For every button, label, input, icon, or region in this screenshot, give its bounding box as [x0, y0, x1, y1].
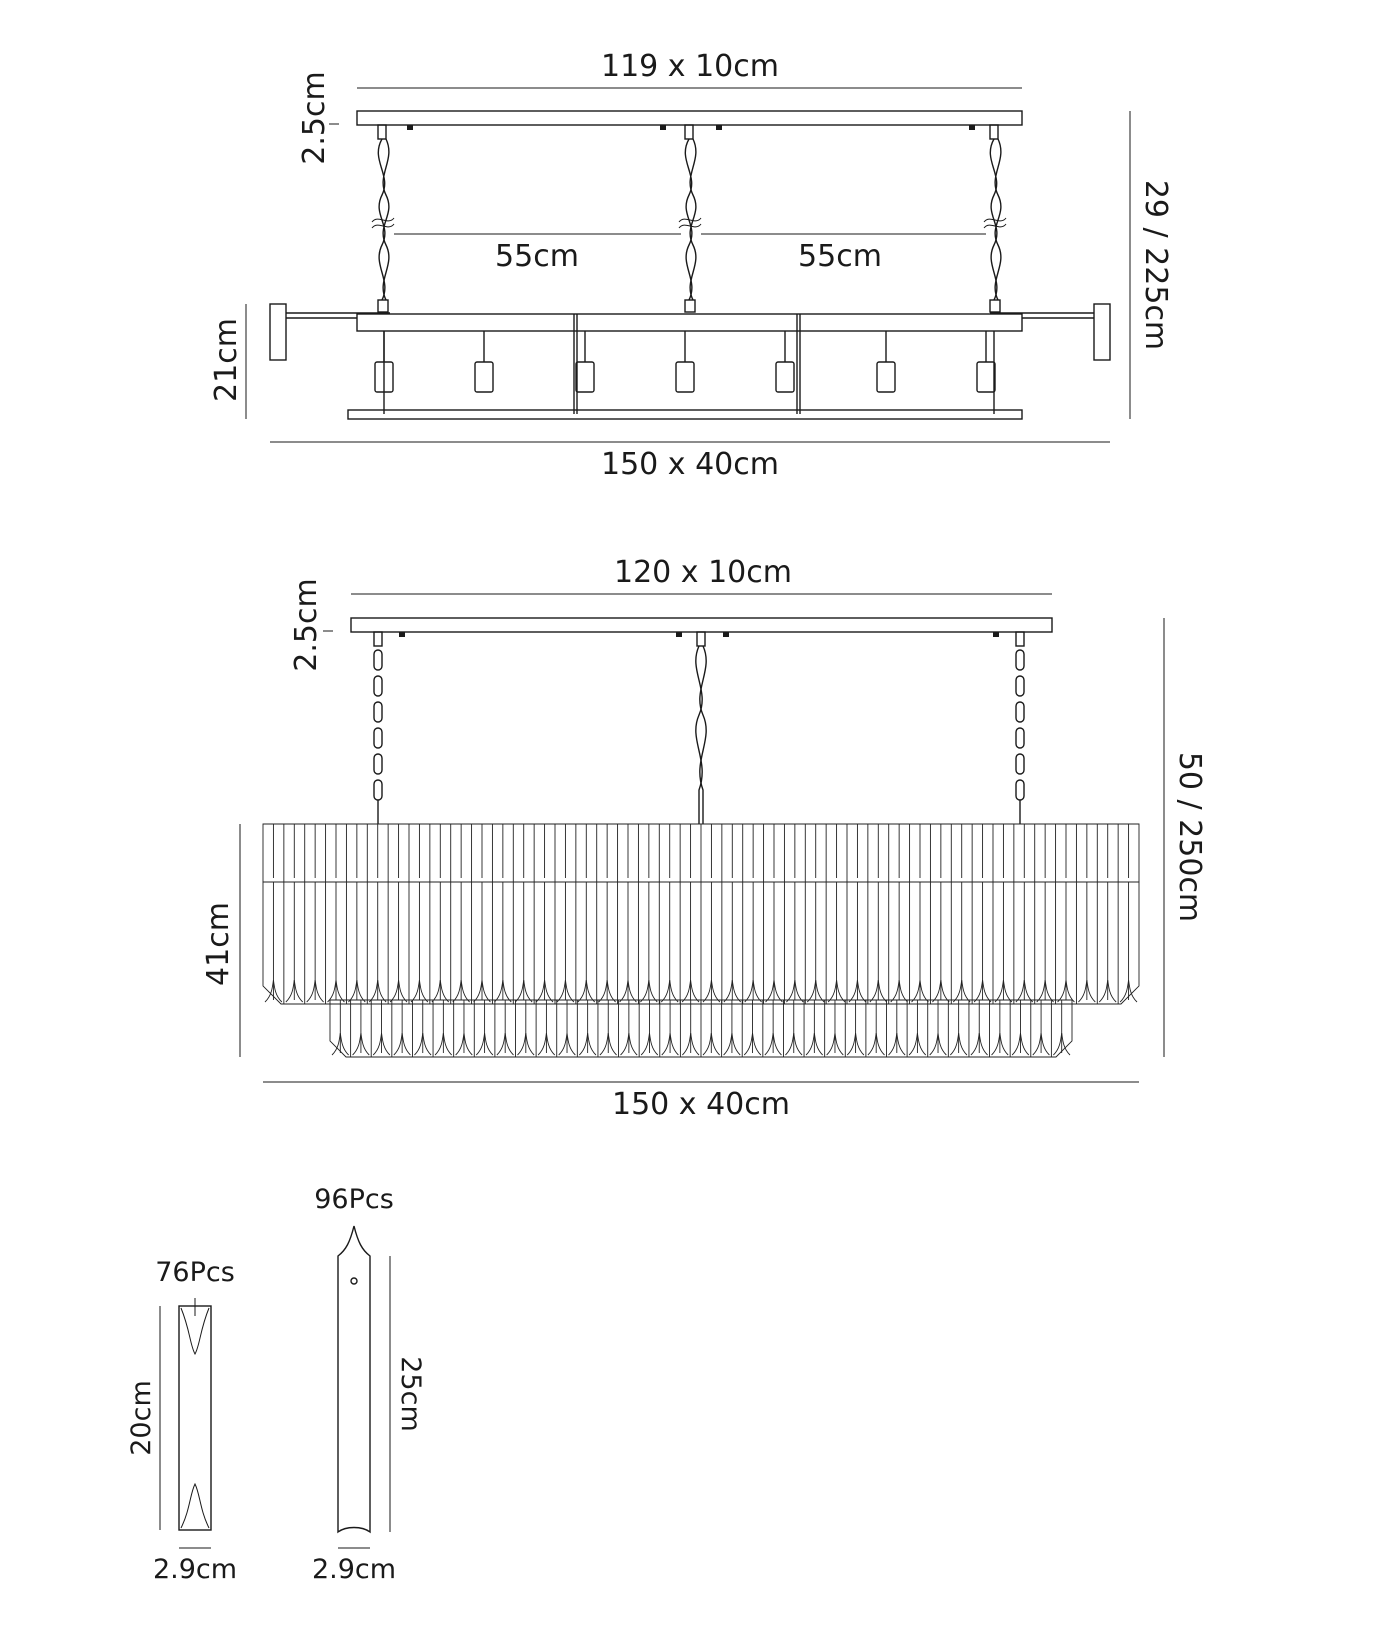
crystal-long-count-label: 96Pcs: [314, 1184, 394, 1215]
top-canopy-label: 119 x 10cm: [601, 49, 779, 84]
front-chain-left: [373, 631, 383, 824]
top-view: 119 x 10cm 2.5cm: [209, 49, 1173, 482]
front-chain-right: [1015, 631, 1025, 824]
top-spacing-left-label: 55cm: [495, 239, 579, 274]
top-suspension-left: [371, 124, 395, 313]
front-cable-middle: [695, 631, 707, 824]
crystal-tier-middle: [262, 881, 1140, 1005]
top-canopy-thickness-label: 2.5cm: [297, 71, 332, 164]
crystal-tier-upper: [262, 823, 1140, 883]
top-frame-upper: [356, 313, 1023, 332]
front-base-label: 150 x 40cm: [612, 1087, 790, 1122]
front-canopy-thickness-label: 2.5cm: [289, 578, 324, 671]
crystal-tier-lower: [329, 999, 1073, 1058]
front-body-height-label: 41cm: [201, 902, 236, 986]
crystal-long-length-label: 25cm: [395, 1356, 426, 1432]
top-suspension-middle: [678, 124, 702, 313]
crystal-short-count-label: 76Pcs: [155, 1257, 235, 1288]
front-total-height-label: 50 / 250cm: [1172, 752, 1207, 922]
top-base-label: 150 x 40cm: [601, 447, 779, 482]
top-total-height-label: 29 / 225cm: [1138, 180, 1173, 350]
top-canopy: [356, 110, 1023, 126]
top-arm-left-cap: [269, 303, 287, 361]
top-lamp-holders: [374, 331, 996, 393]
front-view: 120 x 10cm 2.5cm: [201, 555, 1207, 1122]
top-arm-right-cap: [1093, 303, 1111, 361]
top-frame-base: [347, 409, 1023, 420]
top-spacing-right-label: 55cm: [798, 239, 882, 274]
crystal-short-length-label: 20cm: [126, 1380, 157, 1456]
front-canopy-label: 120 x 10cm: [614, 555, 792, 590]
crystal-short-detail: 76Pcs 20cm 2.9cm: [126, 1257, 237, 1585]
crystal-long-width-label: 2.9cm: [312, 1554, 396, 1585]
crystal-long-detail: 96Pcs 25cm 2.9cm: [312, 1184, 426, 1585]
top-suspension-right: [983, 124, 1007, 313]
top-frame-height-label: 21cm: [209, 318, 244, 402]
front-canopy: [350, 617, 1053, 633]
crystal-short-width-label: 2.9cm: [153, 1554, 237, 1585]
